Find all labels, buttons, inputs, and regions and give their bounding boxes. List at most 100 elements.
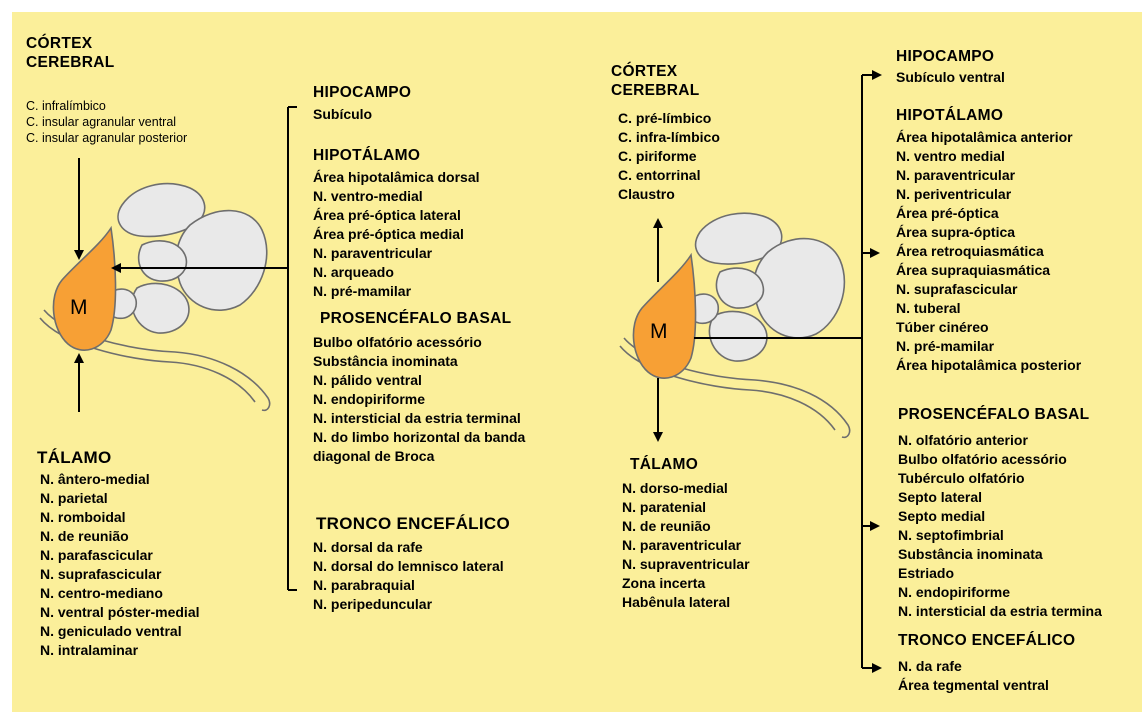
left-hipotalamo-item: N. pré-mamilar bbox=[313, 282, 480, 301]
right-cortex-title-line: CÓRTEX bbox=[611, 62, 700, 81]
right-prosencefalo-list: N. olfatório anterior Bulbo olfatório ac… bbox=[898, 431, 1102, 621]
left-prosencefalo-item: diagonal de Broca bbox=[313, 447, 525, 466]
left-tronco-list: N. dorsal da rafe N. dorsal do lemnisco … bbox=[313, 538, 504, 614]
right-prosencefalo-title: PROSENCÉFALO BASAL bbox=[898, 405, 1089, 424]
left-hipotalamo-item: N. paraventricular bbox=[313, 244, 480, 263]
left-prosencefalo-item: N. intersticial da estria terminal bbox=[313, 409, 525, 428]
left-tronco-item: N. peripeduncular bbox=[313, 595, 504, 614]
left-cortex-item: C. insular agranular posterior bbox=[26, 130, 187, 146]
left-tronco-title: TRONCO ENCEFÁLICO bbox=[316, 514, 510, 533]
right-tronco-list: N. da rafe Área tegmental ventral bbox=[898, 657, 1049, 695]
right-cortex-item: C. pré-límbico bbox=[618, 109, 720, 128]
right-cortex-list: C. pré-límbico C. infra-límbico C. pirif… bbox=[618, 109, 720, 204]
left-cortex-title-line: CEREBRAL bbox=[26, 53, 115, 72]
left-talamo-list: N. ântero-medial N. parietal N. romboida… bbox=[40, 470, 200, 660]
right-hipotalamo-item: Área supraquiasmática bbox=[896, 261, 1081, 280]
right-talamo-item: N. de reunião bbox=[622, 517, 750, 536]
right-talamo-item: N. paraventricular bbox=[622, 536, 750, 555]
left-hipotalamo-item: N. ventro-medial bbox=[313, 187, 480, 206]
left-nucleus-label: M bbox=[70, 298, 88, 317]
left-talamo-item: N. intralaminar bbox=[40, 641, 200, 660]
right-prosencefalo-item: N. intersticial da estria termina bbox=[898, 602, 1102, 621]
right-cortex-title-line: CEREBRAL bbox=[611, 81, 700, 100]
right-tronco-title: TRONCO ENCEFÁLICO bbox=[898, 631, 1075, 650]
right-prosencefalo-item: N. endopiriforme bbox=[898, 583, 1102, 602]
right-prosencefalo-item: Septo lateral bbox=[898, 488, 1102, 507]
right-nucleus-m bbox=[633, 255, 695, 378]
left-hipocampo-item: Subículo bbox=[313, 105, 372, 124]
right-prosencefalo-item: Substância inominata bbox=[898, 545, 1102, 564]
left-talamo-item: N. romboidal bbox=[40, 508, 200, 527]
left-brain-structure bbox=[139, 241, 187, 281]
left-prosencefalo-item: Substância inominata bbox=[313, 352, 525, 371]
right-brain-structure bbox=[709, 311, 767, 361]
right-hipotalamo-item: Área supra-óptica bbox=[896, 223, 1081, 242]
left-prosencefalo-item: N. endopiriforme bbox=[313, 390, 525, 409]
right-talamo-item: Habênula lateral bbox=[622, 593, 750, 612]
right-hipotalamo-item: N. tuberal bbox=[896, 299, 1081, 318]
right-brain-structure bbox=[716, 268, 763, 308]
right-cortex-title: CÓRTEX CEREBRAL bbox=[611, 62, 700, 100]
left-talamo-item: N. de reunião bbox=[40, 527, 200, 546]
left-tronco-item: N. dorsal do lemnisco lateral bbox=[313, 557, 504, 576]
right-talamo-item: Zona incerta bbox=[622, 574, 750, 593]
left-cortex-title-line: CÓRTEX bbox=[26, 34, 115, 53]
left-talamo-item: N. ventral póster-medial bbox=[40, 603, 200, 622]
right-hipotalamo-item: Área hipotalâmica anterior bbox=[896, 128, 1081, 147]
right-hipotalamo-item: Túber cinéreo bbox=[896, 318, 1081, 337]
left-prosencefalo-list: Bulbo olfatório acessório Substância ino… bbox=[313, 333, 525, 466]
left-prosencefalo-item: N. pálido ventral bbox=[313, 371, 525, 390]
right-hipocampo-item: Subículo ventral bbox=[896, 68, 1005, 87]
right-talamo-item: N. paratenial bbox=[622, 498, 750, 517]
right-talamo-list: N. dorso-medial N. paratenial N. de reun… bbox=[622, 479, 750, 612]
right-cortex-item: C. piriforme bbox=[618, 147, 720, 166]
right-talamo-item: N. supraventricular bbox=[622, 555, 750, 574]
left-hipotalamo-item: Área pré-óptica medial bbox=[313, 225, 480, 244]
right-prosencefalo-item: N. olfatório anterior bbox=[898, 431, 1102, 450]
right-hipotalamo-item: N. periventricular bbox=[896, 185, 1081, 204]
left-talamo-item: N. parietal bbox=[40, 489, 200, 508]
left-hipotalamo-item: Área pré-óptica lateral bbox=[313, 206, 480, 225]
left-prosencefalo-item: Bulbo olfatório acessório bbox=[313, 333, 525, 352]
left-talamo-item: N. ântero-medial bbox=[40, 470, 200, 489]
left-talamo-item: N. suprafascicular bbox=[40, 565, 200, 584]
right-nucleus-label: M bbox=[650, 322, 668, 341]
left-hipotalamo-list: Área hipotalâmica dorsal N. ventro-media… bbox=[313, 168, 480, 301]
left-hipocampo-list: Subículo bbox=[313, 105, 372, 124]
right-prosencefalo-item: N. septofimbrial bbox=[898, 526, 1102, 545]
left-hipocampo-title: HIPOCAMPO bbox=[313, 83, 411, 102]
right-hipotalamo-item: N. pré-mamilar bbox=[896, 337, 1081, 356]
right-hipocampo-list: Subículo ventral bbox=[896, 68, 1005, 87]
left-prosencefalo-item: N. do limbo horizontal da banda bbox=[313, 428, 525, 447]
left-brain-structure bbox=[176, 211, 267, 311]
left-cortex-title: CÓRTEX CEREBRAL bbox=[26, 34, 115, 72]
left-hipotalamo-title: HIPOTÁLAMO bbox=[313, 146, 420, 165]
right-prosencefalo-item: Estriado bbox=[898, 564, 1102, 583]
left-talamo-title: TÁLAMO bbox=[37, 448, 112, 467]
left-hipotalamo-item: Área hipotalâmica dorsal bbox=[313, 168, 480, 187]
right-tronco-item: Área tegmental ventral bbox=[898, 676, 1049, 695]
right-hipocampo-title: HIPOCAMPO bbox=[896, 47, 994, 66]
right-cortex-item: Claustro bbox=[618, 185, 720, 204]
right-prosencefalo-item: Bulbo olfatório acessório bbox=[898, 450, 1102, 469]
left-cortex-item: C. insular agranular ventral bbox=[26, 114, 187, 130]
left-cortex-item: C. infralímbico bbox=[26, 98, 187, 114]
left-talamo-item: N. centro-mediano bbox=[40, 584, 200, 603]
right-prosencefalo-item: Septo medial bbox=[898, 507, 1102, 526]
left-prosencefalo-title: PROSENCÉFALO BASAL bbox=[320, 309, 511, 328]
left-talamo-item: N. geniculado ventral bbox=[40, 622, 200, 641]
right-hipotalamo-item: N. paraventricular bbox=[896, 166, 1081, 185]
right-brain-structure bbox=[754, 239, 845, 338]
right-hipotalamo-title: HIPOTÁLAMO bbox=[896, 106, 1003, 125]
right-prosencefalo-item: Tubérculo olfatório bbox=[898, 469, 1102, 488]
right-cortex-item: C. infra-límbico bbox=[618, 128, 720, 147]
right-tronco-item: N. da rafe bbox=[898, 657, 1049, 676]
right-talamo-title: TÁLAMO bbox=[630, 455, 698, 474]
right-hipotalamo-list: Área hipotalâmica anterior N. ventro med… bbox=[896, 128, 1081, 375]
right-hipotalamo-item: Área hipotalâmica posterior bbox=[896, 356, 1081, 375]
left-talamo-item: N. parafascicular bbox=[40, 546, 200, 565]
right-hipotalamo-item: N. ventro medial bbox=[896, 147, 1081, 166]
right-hipotalamo-item: Área pré-óptica bbox=[896, 204, 1081, 223]
left-tronco-item: N. parabraquial bbox=[313, 576, 504, 595]
